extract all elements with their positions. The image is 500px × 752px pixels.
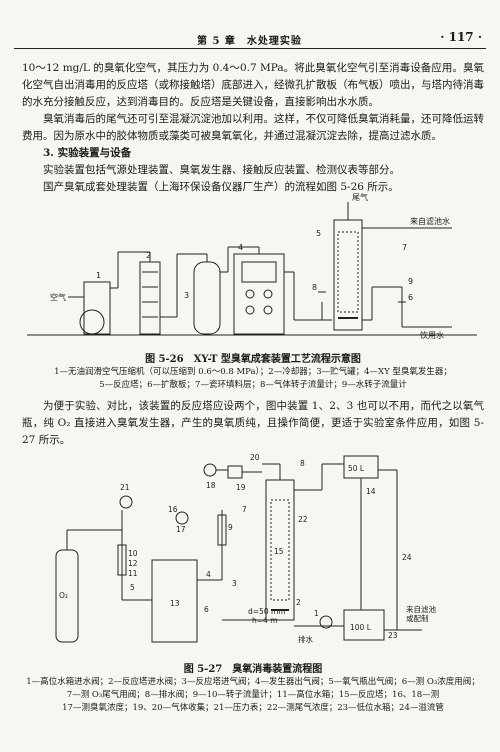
storage-tank: [193, 261, 221, 335]
figure-5-27-legend-line-3: 17—测臭氧浓度；19、20—气体收集；21—压力表；22—测尾气浓度；23—低…: [62, 703, 444, 713]
figure-5-27-legend: 1—高位水箱进水阀；2—反应塔进水阀；3—反应塔进气阀；4—发生器出气阀；5—氧…: [22, 676, 484, 715]
figure-5-26-legend: 1—无油润滑空气压缩机（可以压缩到 0.6～0.8 MPa）；2—冷却器；3—贮…: [22, 366, 484, 392]
label-tank-100l: 100 L: [350, 623, 372, 632]
label-n5: 5: [130, 583, 135, 592]
label-n23: 23: [388, 631, 398, 640]
label-drain: 排水: [298, 634, 313, 644]
label-n6: 6: [408, 293, 413, 302]
figure-5-27-diagram: 50 L 100 L O₂ d=50 mm h=4 m 排水 来自滤池 或配制 …: [55, 453, 436, 644]
label-n10: 10: [128, 549, 138, 558]
label-n18: 18: [206, 481, 216, 490]
body-text-top: 10～12 mg/L 的臭氧化空气，其压力为 0.4～0.7 MPa。将此臭氧化…: [22, 60, 484, 196]
label-n4: 4: [238, 243, 243, 252]
label-n21: 21: [120, 483, 130, 492]
label-height: h=4 m: [252, 616, 278, 625]
label-n6: 6: [204, 605, 209, 614]
vessel-18: [203, 463, 217, 477]
figure-5-27: 50 L 100 L O₂ d=50 mm h=4 m 排水 来自滤池 或配制 …: [22, 450, 484, 650]
label-o2: O₂: [59, 591, 68, 600]
label-from-filter: 来自滤池水: [410, 216, 450, 226]
label-n1: 1: [314, 609, 319, 618]
label-n17: 17: [176, 525, 186, 534]
body-text-middle: 为便于实验、对比，该装置的反应塔应设两个，图中装置 1、2、3 也可以不用，而代…: [22, 398, 484, 449]
label-n4: 4: [206, 570, 211, 579]
label-air: 空气: [50, 292, 66, 302]
label-n11: 11: [128, 569, 138, 578]
compressor-body: [83, 281, 111, 335]
figure-5-26: 尾气 来自滤池水 空气 饮用水 1 2 3 4 5 6 7 8 9: [22, 192, 484, 342]
label-from-filter-27: 来自滤池: [406, 604, 436, 614]
page-number: · 117 ·: [440, 30, 482, 44]
label-n7: 7: [402, 243, 407, 252]
paragraph-2: 臭氧消毒后的尾气还可引至混凝沉淀池加以利用。这样，不仅可降低臭氧消耗量，还可降低…: [22, 113, 484, 142]
vessel-19: [227, 465, 243, 479]
label-drinking-water: 饮用水: [420, 330, 444, 340]
figure-5-27-caption: 图 5-27 臭氧消毒装置流程图: [183, 664, 323, 675]
compressor-wheel: [79, 309, 105, 335]
cooler: [139, 261, 161, 335]
label-n16: 16: [168, 505, 178, 514]
label-n2: 2: [146, 251, 151, 260]
label-n2: 2: [296, 598, 301, 607]
ozone-generator-27: [151, 559, 198, 643]
flowmeter-mid: [217, 514, 227, 546]
paragraph-1: 10～12 mg/L 的臭氧化空气，其压力为 0.4～0.7 MPa。将此臭氧化…: [22, 62, 484, 108]
label-n1: 1: [96, 271, 101, 280]
label-n24: 24: [402, 553, 412, 562]
label-n8: 8: [312, 283, 317, 292]
label-n3: 3: [184, 291, 189, 300]
label-tank-50l: 50 L: [348, 464, 365, 473]
figure-5-26-caption: 图 5-26 XY-T 型臭氧成套装置工艺流程示意图: [145, 354, 361, 365]
figure-5-26-diagram: 尾气 来自滤池水 空气 饮用水 1 2 3 4 5 6 7 8 9: [27, 192, 477, 340]
label-n15: 15: [274, 547, 284, 556]
label-or-prepared: 或配制: [406, 613, 429, 623]
chapter-title: 第 5 章 水处理实验: [197, 36, 302, 47]
pump: [319, 615, 333, 629]
page-header: 第 5 章 水处理实验 · 117 ·: [14, 30, 486, 49]
figure-5-26-legend-line-2: 5—反应塔；6—扩散板；7—瓷环填料层；8—气体转子流量计；9—水转子流量计: [99, 380, 407, 390]
flowmeter-left: [117, 544, 127, 576]
figure-5-27-legend-line-1: 1—高位水箱进水阀；2—反应塔进水阀；3—反应塔进气阀；4—发生器出气阀；5—氧…: [26, 677, 480, 687]
label-n9: 9: [228, 523, 233, 532]
vessel-17: [175, 511, 189, 525]
label-dimension: d=50 mm: [248, 607, 286, 616]
label-n19: 19: [236, 483, 246, 492]
label-n13: 13: [170, 599, 180, 608]
label-n7: 7: [242, 505, 247, 514]
figure-5-27-legend-line-2: 7—测 O₃尾气用阀；8—排水阀；9—10—转子流量计；11—高位水箱；15—反…: [66, 690, 440, 700]
figure-5-26-legend-line-1: 1—无油润滑空气压缩机（可以压缩到 0.6～0.8 MPa）；2—冷却器；3—贮…: [54, 367, 452, 377]
section-heading: 3. 实验装置与设备: [43, 147, 132, 159]
label-n5: 5: [316, 229, 321, 238]
label-n9: 9: [408, 277, 413, 286]
label-n3: 3: [232, 579, 237, 588]
label-n8: 8: [300, 459, 305, 468]
label-n14: 14: [366, 487, 376, 496]
label-n22: 22: [298, 515, 308, 524]
label-n20: 20: [250, 453, 260, 462]
paragraph-4: 国产臭氧成套处理装置（上海环保设备仪器厂生产）的流程如图 5-26 所示。: [43, 181, 399, 193]
label-tail-gas: 尾气: [352, 192, 368, 202]
pressure-gauge: [119, 495, 133, 509]
paragraph-3: 实验装置包括气源处理装置、臭氧发生器、接触反应装置、检测仪表等部分。: [43, 164, 400, 176]
low-level-tank: [343, 609, 385, 641]
label-n12: 12: [128, 559, 138, 568]
paragraph-5: 为便于实验、对比，该装置的反应塔应设两个，图中装置 1、2、3 也可以不用，而代…: [22, 400, 484, 446]
